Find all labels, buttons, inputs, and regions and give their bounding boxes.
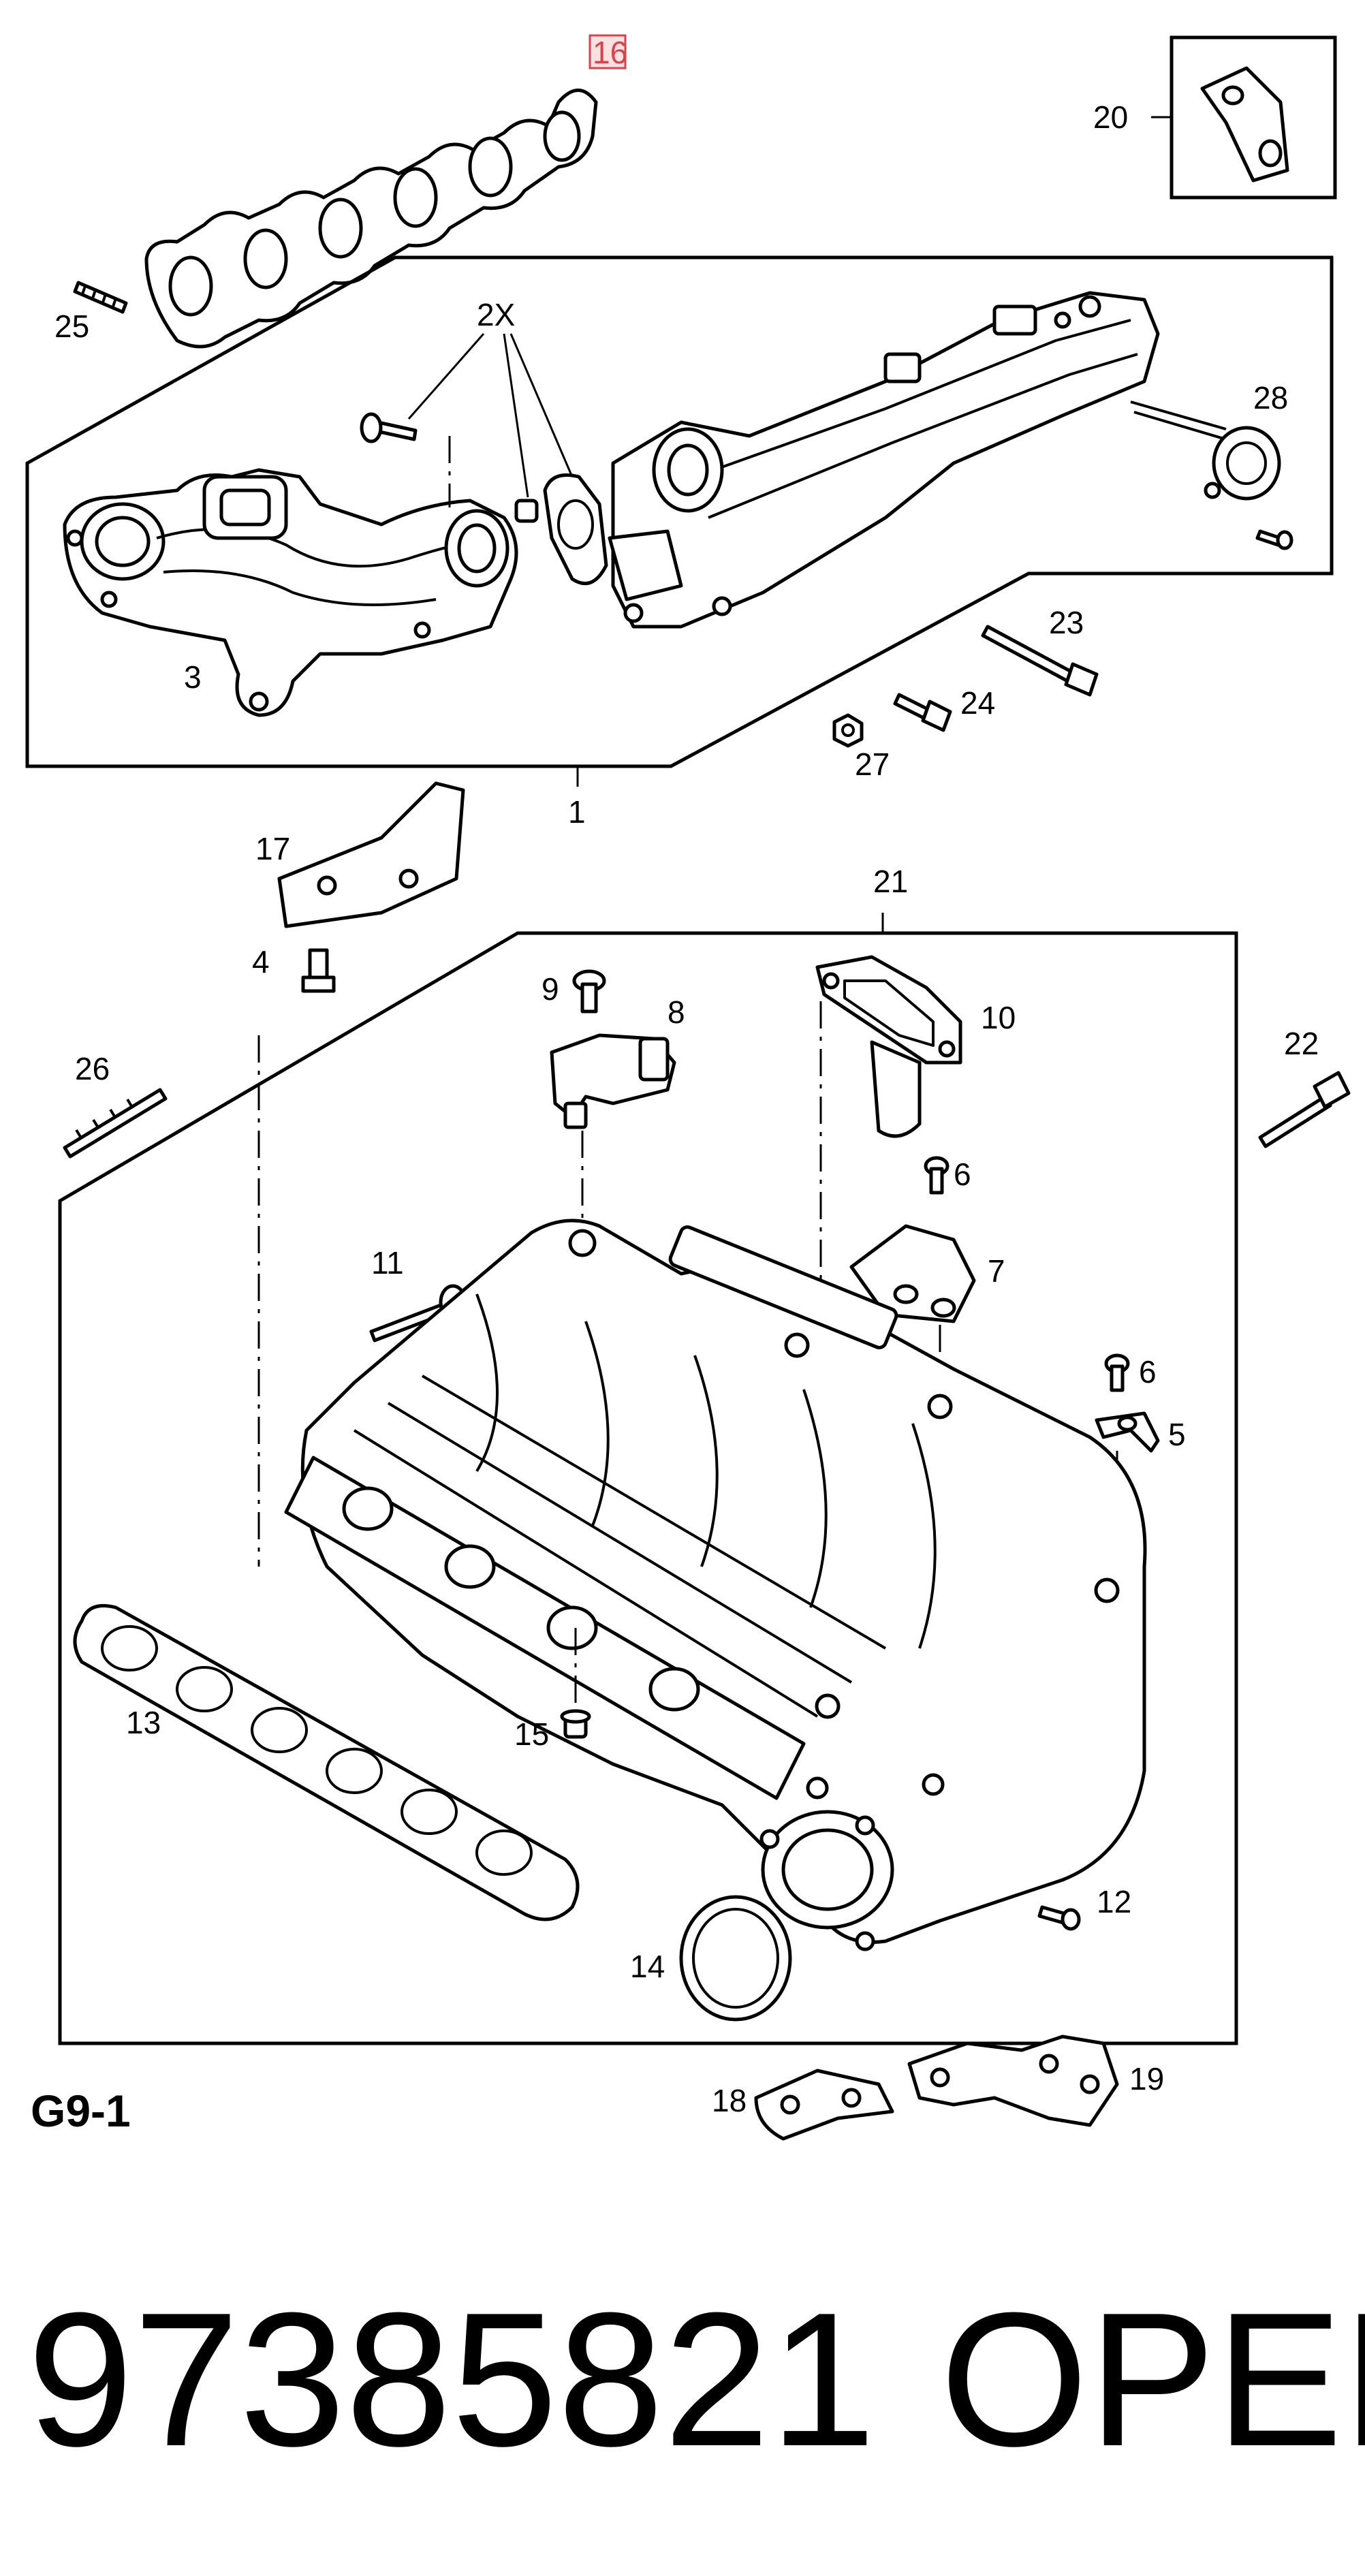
screw-6b [1104, 1353, 1130, 1392]
leader-2x-b [503, 333, 529, 498]
plug-15 [560, 1709, 591, 1739]
sleeve-2x [514, 499, 539, 523]
bolt-22 [1258, 1071, 1351, 1148]
screw-28 [1255, 529, 1293, 550]
callout-28: 28 [1253, 380, 1288, 415]
callout-18: 18 [712, 2083, 747, 2118]
stud-26 [63, 1088, 168, 1159]
egr-actuator-28 [1130, 400, 1281, 501]
bracket-18 [754, 2069, 894, 2141]
leader-2x-a [407, 333, 485, 420]
callout-5: 5 [1168, 1417, 1186, 1452]
brand-name: OPEL [940, 2274, 1365, 2486]
assembly-box-1 [25, 255, 1334, 768]
highlight-box-16 [589, 34, 627, 69]
callout-20: 20 [1093, 99, 1128, 135]
callout-11: 11 [371, 1245, 404, 1281]
bracket-17 [277, 781, 465, 928]
callout-7: 7 [988, 1253, 1005, 1289]
callout-6a: 6 [954, 1157, 971, 1192]
egr-housing-3 [63, 468, 518, 717]
part-number: 97385821 [27, 2274, 876, 2486]
leader-2x-c [509, 333, 574, 477]
bracket-19 [907, 2035, 1119, 2127]
callout-1: 1 [568, 794, 586, 830]
intake-manifold [284, 1219, 1147, 1951]
callout-6b: 6 [1139, 1354, 1157, 1389]
callout-21: 4 [252, 944, 270, 979]
figure-code: G9-1 [31, 2086, 131, 2136]
intake-gasket-13 [73, 1604, 580, 1921]
seal-ring-14 [679, 1895, 792, 2022]
callout-25: 25 [54, 309, 89, 344]
egr-flange-10 [815, 955, 962, 1138]
nut-27 [832, 713, 864, 748]
bracket-7 [849, 1224, 976, 1323]
callout-16: 16 [593, 35, 627, 70]
bolt-23 [981, 625, 1099, 697]
detail-box-20 [1170, 35, 1337, 200]
screw-6a [924, 1156, 950, 1195]
callout-10: 10 [981, 1000, 1016, 1035]
callout-8: 8 [668, 994, 685, 1030]
bracket-20 [1200, 66, 1289, 183]
callout-24: 24 [960, 685, 995, 721]
map-sensor-8 [550, 1033, 676, 1129]
bracket-5 [1095, 1411, 1160, 1453]
callout-23: 23 [1049, 605, 1084, 640]
callout-27: 27 [855, 747, 890, 782]
bolt-21 [301, 948, 336, 993]
screw-9 [572, 969, 606, 1014]
callout-17: 17 [255, 831, 290, 866]
bolt-2x [360, 412, 418, 443]
callout-15: 15 [514, 1716, 549, 1752]
callout-9: 9 [542, 971, 559, 1007]
callout-4: 21 [873, 864, 908, 899]
callout-3: 3 [184, 659, 202, 695]
egr-cooler-pipe [608, 291, 1160, 629]
callout-26: 26 [75, 1051, 110, 1086]
egr-gasket-2x [543, 473, 608, 586]
callout-19: 19 [1129, 2061, 1164, 2096]
screw-12 [1037, 1905, 1081, 1931]
callout-14: 14 [630, 1949, 665, 1984]
exhaust-gasket-16 [144, 89, 598, 349]
bolt-24 [893, 693, 952, 732]
callout-2x: 2X [477, 297, 515, 332]
callout-22: 22 [1284, 1026, 1319, 1061]
stud-25 [73, 281, 128, 314]
callout-13: 13 [126, 1705, 161, 1740]
assembly-box-4 [58, 931, 1238, 2045]
callout-12: 12 [1097, 1884, 1131, 1919]
